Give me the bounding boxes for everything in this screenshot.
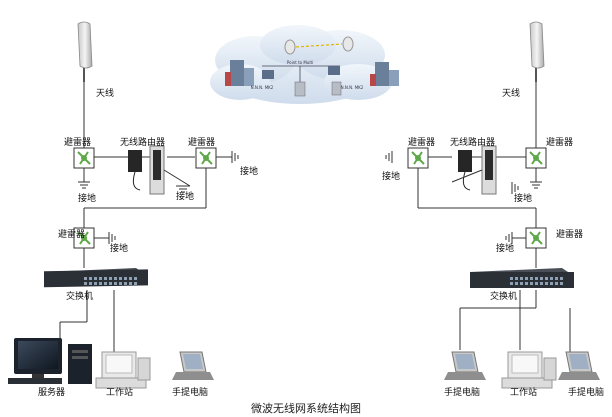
cloud-link-right-label: N.N.N. MK2 [341,85,364,90]
router-icon [128,145,191,195]
ground-label: 接地 [496,242,514,254]
arrester-icon [73,227,95,249]
ground-icon [78,151,542,244]
ground-label: 接地 [78,192,96,204]
antenna-label: 天线 [502,87,520,99]
switch-icon [44,268,148,288]
arrester-icon [73,147,95,169]
laptop-label: 手提电脑 [444,386,480,398]
switch-label: 交换机 [490,290,517,302]
router-label: 无线路由器 [120,136,165,148]
antenna-icon [77,21,93,82]
arrester-icon [195,147,217,169]
arrester-label: 避雷器 [188,136,215,148]
router-icon [451,145,497,195]
laptop-label: 手提电脑 [568,386,604,398]
cloud-center-label: Point to Multi [287,60,313,65]
ground-label: 接地 [110,242,128,254]
dish-icon [284,36,354,55]
internet-cloud: Point to Multi N.N.N. MK2 N.N.N. MK2 [210,25,399,104]
cloud-link-left-label: N.N.N. MK2 [251,85,274,90]
ground-label: 接地 [240,165,258,177]
ground-label: 接地 [382,170,400,182]
arrester-label: 避雷器 [556,228,583,240]
diagram-caption: 微波无线网系统结构图 [251,401,361,415]
arrester-label: 避雷器 [64,136,91,148]
arrester-label: 避雷器 [58,228,85,240]
building-icon [225,60,254,86]
ground-label: 接地 [514,192,532,204]
arrester-icon [407,147,429,169]
arrester-icon [525,227,547,249]
workstation-label: 工作站 [106,386,133,398]
switch-icon [470,268,574,288]
workstation-label: 工作站 [510,386,537,398]
arrester-label: 避雷器 [546,136,573,148]
workstation-icon [501,351,557,389]
arrester-icon [525,147,547,169]
antenna-icon [529,21,545,82]
laptop-icon [444,351,486,380]
laptop-icon [172,351,214,380]
antenna-label: 天线 [96,87,114,99]
switch-label: 交换机 [66,290,93,302]
connection-lines [59,82,571,352]
laptop-icon [558,351,600,380]
server-label: 服务器 [38,386,65,398]
router-label: 无线路由器 [450,136,495,148]
building-icon [370,62,399,86]
ground-label: 接地 [176,190,194,202]
server-icon [8,338,92,384]
arrester-label: 避雷器 [408,136,435,148]
laptop-label: 手提电脑 [172,386,208,398]
workstation-icon [95,351,151,389]
